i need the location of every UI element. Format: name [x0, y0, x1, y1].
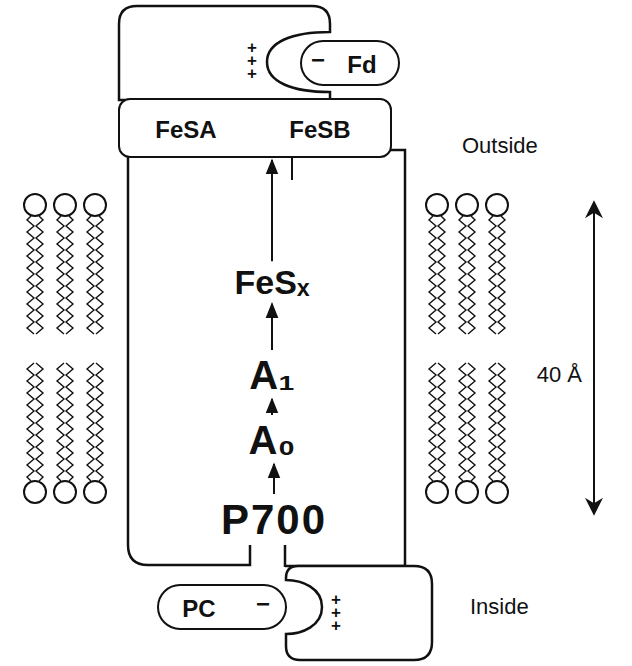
- side-label: Inside: [470, 594, 529, 620]
- subunit-outline-path: [286, 566, 432, 660]
- cofactor-name: FeSB: [289, 117, 350, 143]
- lipid-bilayer-right: [426, 194, 508, 503]
- plastocyanin-oval: PC −: [157, 584, 287, 630]
- side-label: Outside: [462, 133, 538, 159]
- cofactor-name: P700: [221, 497, 327, 543]
- cofactor-node: A₀: [247, 418, 298, 462]
- subunit-outline: [272, 564, 434, 662]
- electron-transfer-arrow: [273, 464, 275, 494]
- charge-sign: −: [256, 591, 270, 617]
- cofactor-name: A₀: [249, 418, 296, 462]
- binding-subunit: + + +: [117, 4, 332, 104]
- dimension-label: 40 Å: [537, 362, 582, 388]
- charge-sign: + + +: [245, 41, 259, 80]
- reaction-center-body: [128, 150, 405, 566]
- subunit-outline-path: [119, 6, 330, 100]
- charge-sign: + + +: [329, 593, 343, 632]
- iron-sulfur-box: FeSA FeSB: [118, 98, 392, 158]
- ferredoxin-oval: −Fd: [300, 40, 400, 86]
- electron-transfer-arrow: [271, 160, 273, 261]
- lumen-channel-wall: [284, 545, 287, 567]
- protein-name: PC: [182, 596, 215, 622]
- protein-name: Fd: [347, 52, 376, 78]
- lipid-bilayer-left: [24, 194, 106, 503]
- cofactor-node: A₁: [247, 353, 296, 397]
- cofactor-name: FeSₓ: [235, 264, 310, 301]
- cofactor-node: P700: [219, 497, 329, 543]
- cofactor-name: A₁: [249, 353, 294, 397]
- electron-transfer-arrow: [271, 304, 273, 350]
- binding-subunit: + + +: [272, 564, 434, 662]
- electron-transfer-arrow: [271, 399, 273, 415]
- cofactor-node: FeSₓ: [233, 264, 312, 301]
- subunit-outline: [117, 4, 332, 104]
- cofactor-name: FeSA: [155, 117, 216, 143]
- stromal-channel-wall: [291, 157, 293, 180]
- charge-sign: −: [311, 47, 325, 73]
- dimension-arrow: [593, 202, 595, 514]
